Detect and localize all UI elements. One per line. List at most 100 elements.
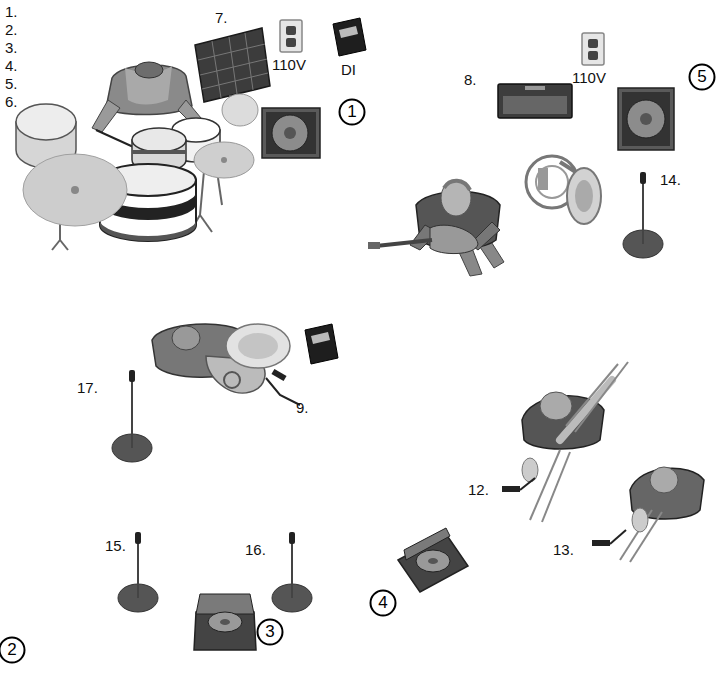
- tuba-player: [271, 369, 286, 381]
- drum-kit: [60, 240, 68, 250]
- french-horn: [575, 180, 593, 212]
- callout-number: 15.: [105, 538, 126, 553]
- trombone-player: [522, 458, 538, 482]
- guitarist: [444, 181, 470, 190]
- drum-pad: [245, 33, 253, 90]
- di-box: [333, 18, 366, 56]
- monitor-wedge: [618, 88, 674, 150]
- drum-kit: [16, 62, 258, 250]
- drum-kit: [218, 178, 222, 205]
- mic-stand: [135, 532, 141, 544]
- power-outlet: [280, 20, 302, 52]
- mic-stand: [289, 532, 295, 544]
- guitarist: [441, 180, 471, 216]
- trombone-player: [566, 364, 618, 426]
- power-outlet: [582, 33, 604, 65]
- drum-kit: [221, 157, 227, 163]
- callout-number: 1.: [5, 4, 18, 19]
- callout-number: 2.: [5, 22, 18, 37]
- tuba-player: [172, 326, 200, 350]
- guitarist: [376, 240, 432, 246]
- monitor-wedge: [416, 550, 450, 572]
- tuba-player: [226, 324, 290, 368]
- monitor-number-text: 3: [256, 618, 284, 646]
- tuba-player: [238, 333, 278, 359]
- tuba-player: [266, 378, 300, 405]
- drum-pad: [198, 44, 265, 60]
- drum-pad: [212, 41, 221, 98]
- power-outlet: [280, 20, 604, 65]
- callout-number: DI: [341, 62, 356, 77]
- drum-kit: [23, 154, 127, 226]
- drum-kit: [100, 220, 196, 241]
- trombone-player: [650, 467, 678, 493]
- guitar-amp: [503, 96, 567, 114]
- power-outlet: [588, 39, 598, 48]
- guitarist: [368, 180, 504, 276]
- monitor-wedge: [208, 612, 242, 632]
- guitar-amp: [498, 84, 572, 118]
- di-box: [305, 324, 338, 364]
- drum-pad: [229, 37, 237, 94]
- monitor-wedge: [272, 115, 308, 151]
- monitor-number: 1: [338, 98, 366, 126]
- trombone-player: [632, 508, 648, 532]
- monitor-wedge: [640, 113, 652, 125]
- trombone-player: [575, 362, 628, 432]
- french-horn: [538, 168, 548, 190]
- french-horn: [567, 168, 601, 224]
- tuba-player: [152, 324, 300, 405]
- drum-kit: [132, 150, 186, 154]
- mic-stand: [131, 378, 133, 448]
- monitor-wedge: [284, 127, 296, 139]
- callout-number: 4.: [5, 58, 18, 73]
- power-outlet: [588, 51, 598, 60]
- monitor-number: 4: [369, 589, 397, 617]
- guitar-amp: [525, 86, 545, 90]
- drum-kit: [16, 104, 76, 140]
- drum-kit: [200, 215, 212, 232]
- monitor-number-text: 1: [338, 98, 366, 126]
- callout-number: 12.: [468, 482, 489, 497]
- mic-stand: [291, 540, 293, 598]
- mic-stand: [112, 172, 663, 612]
- callout-number: 3.: [5, 40, 18, 55]
- mic-stand: [137, 540, 139, 598]
- callout-number: 16.: [245, 542, 266, 557]
- drum-pad: [195, 28, 270, 102]
- monitor-wedge: [266, 112, 316, 154]
- drum-pad: [200, 59, 267, 75]
- monitor-wedge: [196, 594, 254, 614]
- trombone-player: [542, 452, 570, 522]
- monitor-number: 5: [688, 63, 716, 91]
- monitor-wedge: [194, 88, 674, 650]
- trombone-player: [520, 478, 535, 490]
- monitor-wedge: [428, 558, 438, 564]
- mic-stand: [642, 180, 644, 244]
- guitarist: [368, 242, 380, 249]
- drum-kit: [71, 186, 79, 194]
- french-horn: [526, 156, 601, 224]
- mic-stand: [640, 172, 646, 184]
- drum-kit: [135, 62, 163, 78]
- monitor-number-text: 5: [688, 63, 716, 91]
- drum-kit: [92, 100, 120, 132]
- trombone-player: [610, 530, 626, 544]
- callout-number: 5.: [5, 76, 18, 91]
- drum-kit: [194, 142, 254, 178]
- trombone-player: [502, 486, 520, 492]
- trombone-player: [540, 392, 572, 420]
- french-horn: [536, 166, 568, 198]
- callout-number: 6.: [5, 94, 18, 109]
- callout-number: 13.: [553, 542, 574, 557]
- drum-pad: [202, 73, 268, 89]
- callout-number: 8.: [464, 72, 477, 87]
- monitor-number: 3: [256, 618, 284, 646]
- tuba-player: [224, 372, 240, 388]
- mic-stand: [129, 370, 135, 382]
- callout-number: 14.: [660, 172, 681, 187]
- monitor-wedge: [262, 108, 320, 158]
- monitor-wedge: [220, 619, 230, 625]
- power-outlet: [286, 38, 296, 47]
